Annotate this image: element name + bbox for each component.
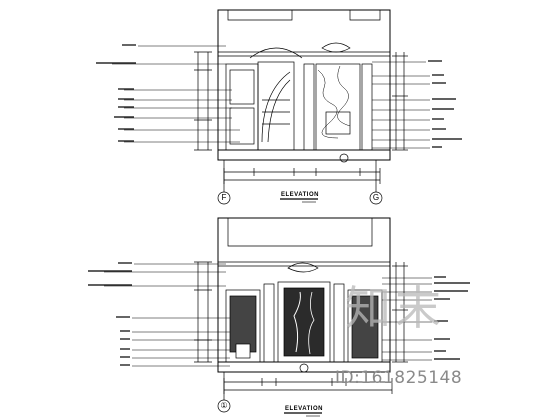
top-grid-label-f: F: [221, 193, 227, 202]
bottom-column-right: [333, 283, 345, 363]
top-left-leaders: [112, 45, 240, 143]
bottom-floor-marker: [299, 363, 309, 373]
top-column-left: [303, 63, 315, 151]
top-grid-bubble-f: [217, 191, 231, 205]
top-column-right: [361, 63, 373, 151]
bottom-left-cabinet-lower: [235, 343, 251, 359]
bottom-left-cabinet-inner: [229, 295, 257, 353]
top-floor-marker: [339, 153, 349, 163]
top-arch-ornament: [249, 47, 303, 59]
top-left-annotations: [96, 44, 136, 142]
top-stair-panel: [257, 61, 295, 151]
top-grid-label-g: G: [372, 193, 380, 202]
top-stair-curve-2: [267, 79, 291, 143]
top-right-leaders: [372, 61, 430, 149]
top-elevation: [96, 9, 462, 205]
top-grid-bubble-g: [369, 191, 383, 205]
top-room-outline: [217, 9, 391, 161]
bottom-grid-label-1: ①: [220, 401, 228, 410]
bottom-ceiling-line: [227, 218, 373, 247]
top-dim-chain-ticks: [223, 168, 381, 184]
top-crown: [321, 42, 351, 53]
bottom-grid-bubble-1: [217, 399, 231, 413]
bottom-column-left: [263, 283, 275, 363]
top-marble-vein: [337, 65, 351, 127]
bottom-mural-figure: [293, 291, 301, 353]
bottom-left-annotations: [88, 262, 132, 366]
top-stair-curve: [261, 71, 291, 143]
bottom-elevation: [88, 217, 470, 417]
bottom-right-annotations: [434, 276, 470, 360]
top-left-cabinet-lower: [229, 107, 255, 145]
bottom-mural-figure-2: [308, 291, 315, 355]
top-left-cabinet-inner: [229, 69, 255, 105]
top-right-annotations: [428, 60, 462, 148]
bottom-right-leaders: [382, 277, 432, 361]
bottom-elevation-title: ELEVATION: [285, 406, 323, 412]
watermark-id-text: ID:161825148: [335, 368, 463, 388]
bottom-left-leaders: [104, 263, 230, 367]
top-left-cabinet: [225, 63, 259, 151]
watermark-logo: 知末: [345, 281, 445, 335]
top-elevation-title: ELEVATION: [281, 192, 319, 198]
bottom-right-cabinet-inner: [351, 295, 379, 359]
top-ceiling-line-right: [349, 10, 381, 21]
top-ceiling-line: [227, 10, 293, 21]
top-marble-vein: [317, 69, 339, 139]
bottom-mural: [283, 287, 325, 357]
bottom-crown: [287, 262, 319, 273]
top-fireplace: [325, 111, 351, 135]
